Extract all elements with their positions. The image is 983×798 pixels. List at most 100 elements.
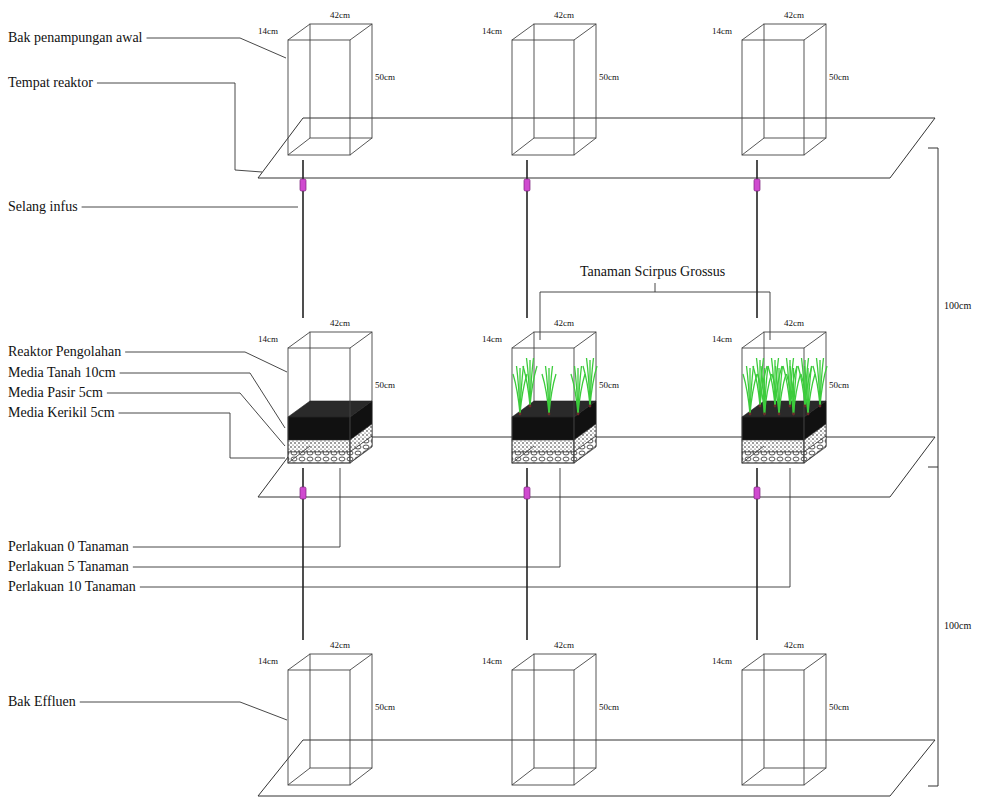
box-outline [742,654,826,785]
scirpus-plants [743,358,827,415]
dimension-label: 14cm [482,656,502,667]
dimension-label: 42cm [554,10,574,21]
dimension-label: 42cm [330,318,350,329]
dimension-label: 50cm [599,702,619,713]
part-label: Perlakuan 0 Tanaman [8,539,129,555]
leader-line [82,207,298,208]
dimension-label: 50cm [375,380,395,391]
part-label: Media Kerikil 5cm [8,405,115,421]
cube-outline [482,640,627,790]
feed-tank: 42cm14cm50cm [712,10,857,160]
box-outline [288,24,372,155]
part-label: Perlakuan 5 Tanaman [8,559,129,575]
cube-outline [712,10,857,160]
leader-line [107,393,285,446]
effluent-tank: 42cm 14cm 50cm [712,640,857,790]
box-back-face [310,654,372,768]
dimension-label: 14cm [258,26,278,37]
dimension-label: 42cm [784,640,804,651]
box-outline [512,24,596,155]
cube-outline [258,10,403,160]
effluent-tank: 42cm 14cm 50cm [258,640,403,790]
leader-line [97,83,262,172]
cube-outline [258,640,403,790]
hose-clamp [524,179,530,191]
height-dimension [928,148,938,786]
box-back-face [764,654,826,768]
leader-line [540,292,770,293]
leader-line [119,413,285,458]
dimension-label: 42cm [554,318,574,329]
dimension-label: 50cm [829,702,849,713]
part-label: Bak penampungan awal [8,30,143,46]
dimension-label: 42cm [784,318,804,329]
box-back-face [310,24,372,138]
dimension-label: 14cm [482,334,502,345]
box-outline [288,332,372,463]
filter-media [288,401,372,463]
effluent-tank: 42cm 14cm 50cm [482,640,627,790]
treatment-reactor: 42cm 14cm 50cm [258,318,403,468]
feed-tank: 42cm 14cm 50cm [258,10,403,160]
leader-line [770,292,771,340]
leader-line [147,38,286,58]
box-back-face [534,24,596,138]
cube-outline [712,318,857,468]
hose-clamp [754,487,760,499]
dimension-label: 14cm [482,26,502,37]
cube-outline [482,318,627,468]
part-label: Media Tanah 10cm [8,365,116,381]
box-outline [512,654,596,785]
filter-media [512,401,596,463]
part-label: Selang infus [8,199,78,215]
part-label: Tanaman Scirpus Grossus [580,264,725,280]
hose-clamp [754,179,760,191]
dimension-label: 42cm [330,10,350,21]
dimension-label: 50cm [375,702,395,713]
box-outline [288,654,372,785]
dimension-label: 42cm [784,10,804,21]
dimension-label: 42cm [554,640,574,651]
dimension-label: 42cm [330,640,350,651]
dimension-label: 50cm [829,380,849,391]
cube-outline [712,640,857,790]
leader-line [133,468,560,567]
part-label: Media Pasir 5cm [8,385,103,401]
treatment-reactor: 42cm14cm50cm [482,318,627,468]
dimension-label: 14cm [712,26,732,37]
dimension-label: 50cm [375,72,395,83]
box-outline [512,332,596,463]
feed-tank: 42cm 14cm 50cm [482,10,627,160]
part-label: Perlakuan 10 Tanaman [8,579,136,595]
leader-line [140,468,790,587]
hose-clamp [524,487,530,499]
dimension-label: 100cm [944,300,971,312]
leader-line [125,352,287,372]
filter-media [742,401,826,463]
leader-line [80,702,287,720]
cube-outline [482,10,627,160]
dimension-label: 50cm [599,72,619,83]
hose-clamp [300,487,306,499]
leader-lines [80,38,790,720]
leader-line [655,283,656,292]
hose-clamp [300,179,306,191]
dimension-label: 14cm [258,334,278,345]
dimension-label: 14cm [712,656,732,667]
part-label: Bak Effluen [8,694,76,710]
box-outline [742,24,826,155]
leader-line [540,292,541,340]
dimension-label: 14cm [258,656,278,667]
part-label: Reaktor Pengolahan [8,344,121,360]
box-outline [742,332,826,463]
part-label: Tempat reaktor [8,75,93,91]
cube-outline [258,318,403,468]
leader-line [120,373,285,428]
treatment-reactor: 42cm14cm50cm [712,318,857,468]
reactor-stand [258,118,935,796]
box-back-face [764,24,826,138]
leader-line [133,468,340,547]
dimension-label: 100cm [944,620,971,632]
